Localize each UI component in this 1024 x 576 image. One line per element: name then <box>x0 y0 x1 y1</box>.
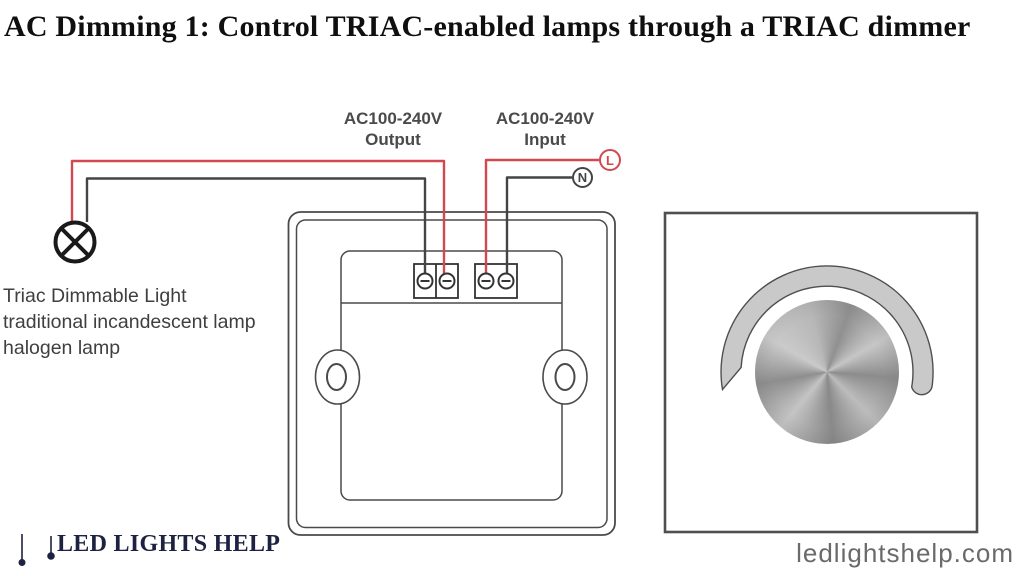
output-voltage-line1: AC100-240V <box>343 109 443 128</box>
input-voltage-line1: AC100-240V <box>495 109 595 128</box>
lamp-caption-line1: Triac Dimmable Light <box>3 285 187 307</box>
terminal-screws <box>416 272 515 290</box>
brand-name: LED LIGHTS HELP <box>57 531 281 557</box>
input-voltage-line2: Input <box>524 130 566 149</box>
lamp-caption-line2: traditional incandescent lamp <box>3 311 256 333</box>
lamp-cross-line <box>59 226 91 258</box>
dimmer-level-arc <box>720 265 934 396</box>
module-inner-frame <box>295 219 608 529</box>
lamp-caption-line3: halogen lamp <box>3 337 121 359</box>
mounting-hole-left-slot <box>326 363 347 391</box>
lamp-symbol <box>53 220 97 264</box>
live-input-wire <box>484 158 599 279</box>
neutral-terminal-badge: N <box>572 167 593 188</box>
mounting-holes <box>314 349 588 405</box>
output-voltage-line2: Output <box>365 130 421 149</box>
brand-logo: LED LIGHTS HELP <box>8 500 280 570</box>
live-terminal-badge: L <box>599 149 621 171</box>
page-title: AC Dimming 1: Control TRIAC-enabled lamp… <box>4 10 971 43</box>
output-voltage-label: AC100-240V Output <box>313 108 473 150</box>
input-voltage-label: AC100-240V Input <box>465 108 625 150</box>
neutral-output-wire <box>85 177 427 279</box>
dimmer-knob[interactable] <box>755 300 899 444</box>
lamp-caption: Triac Dimmable Light traditional incande… <box>3 283 293 361</box>
live-output-wire <box>70 159 446 279</box>
module-outer-frame <box>287 211 616 536</box>
website-url: ledlightshelp.com <box>796 538 1014 568</box>
wires <box>70 158 599 279</box>
neutral-input-wire <box>505 176 572 279</box>
mounting-hole-right-slot <box>554 363 576 391</box>
pendant-lights-icon <box>18 534 55 566</box>
